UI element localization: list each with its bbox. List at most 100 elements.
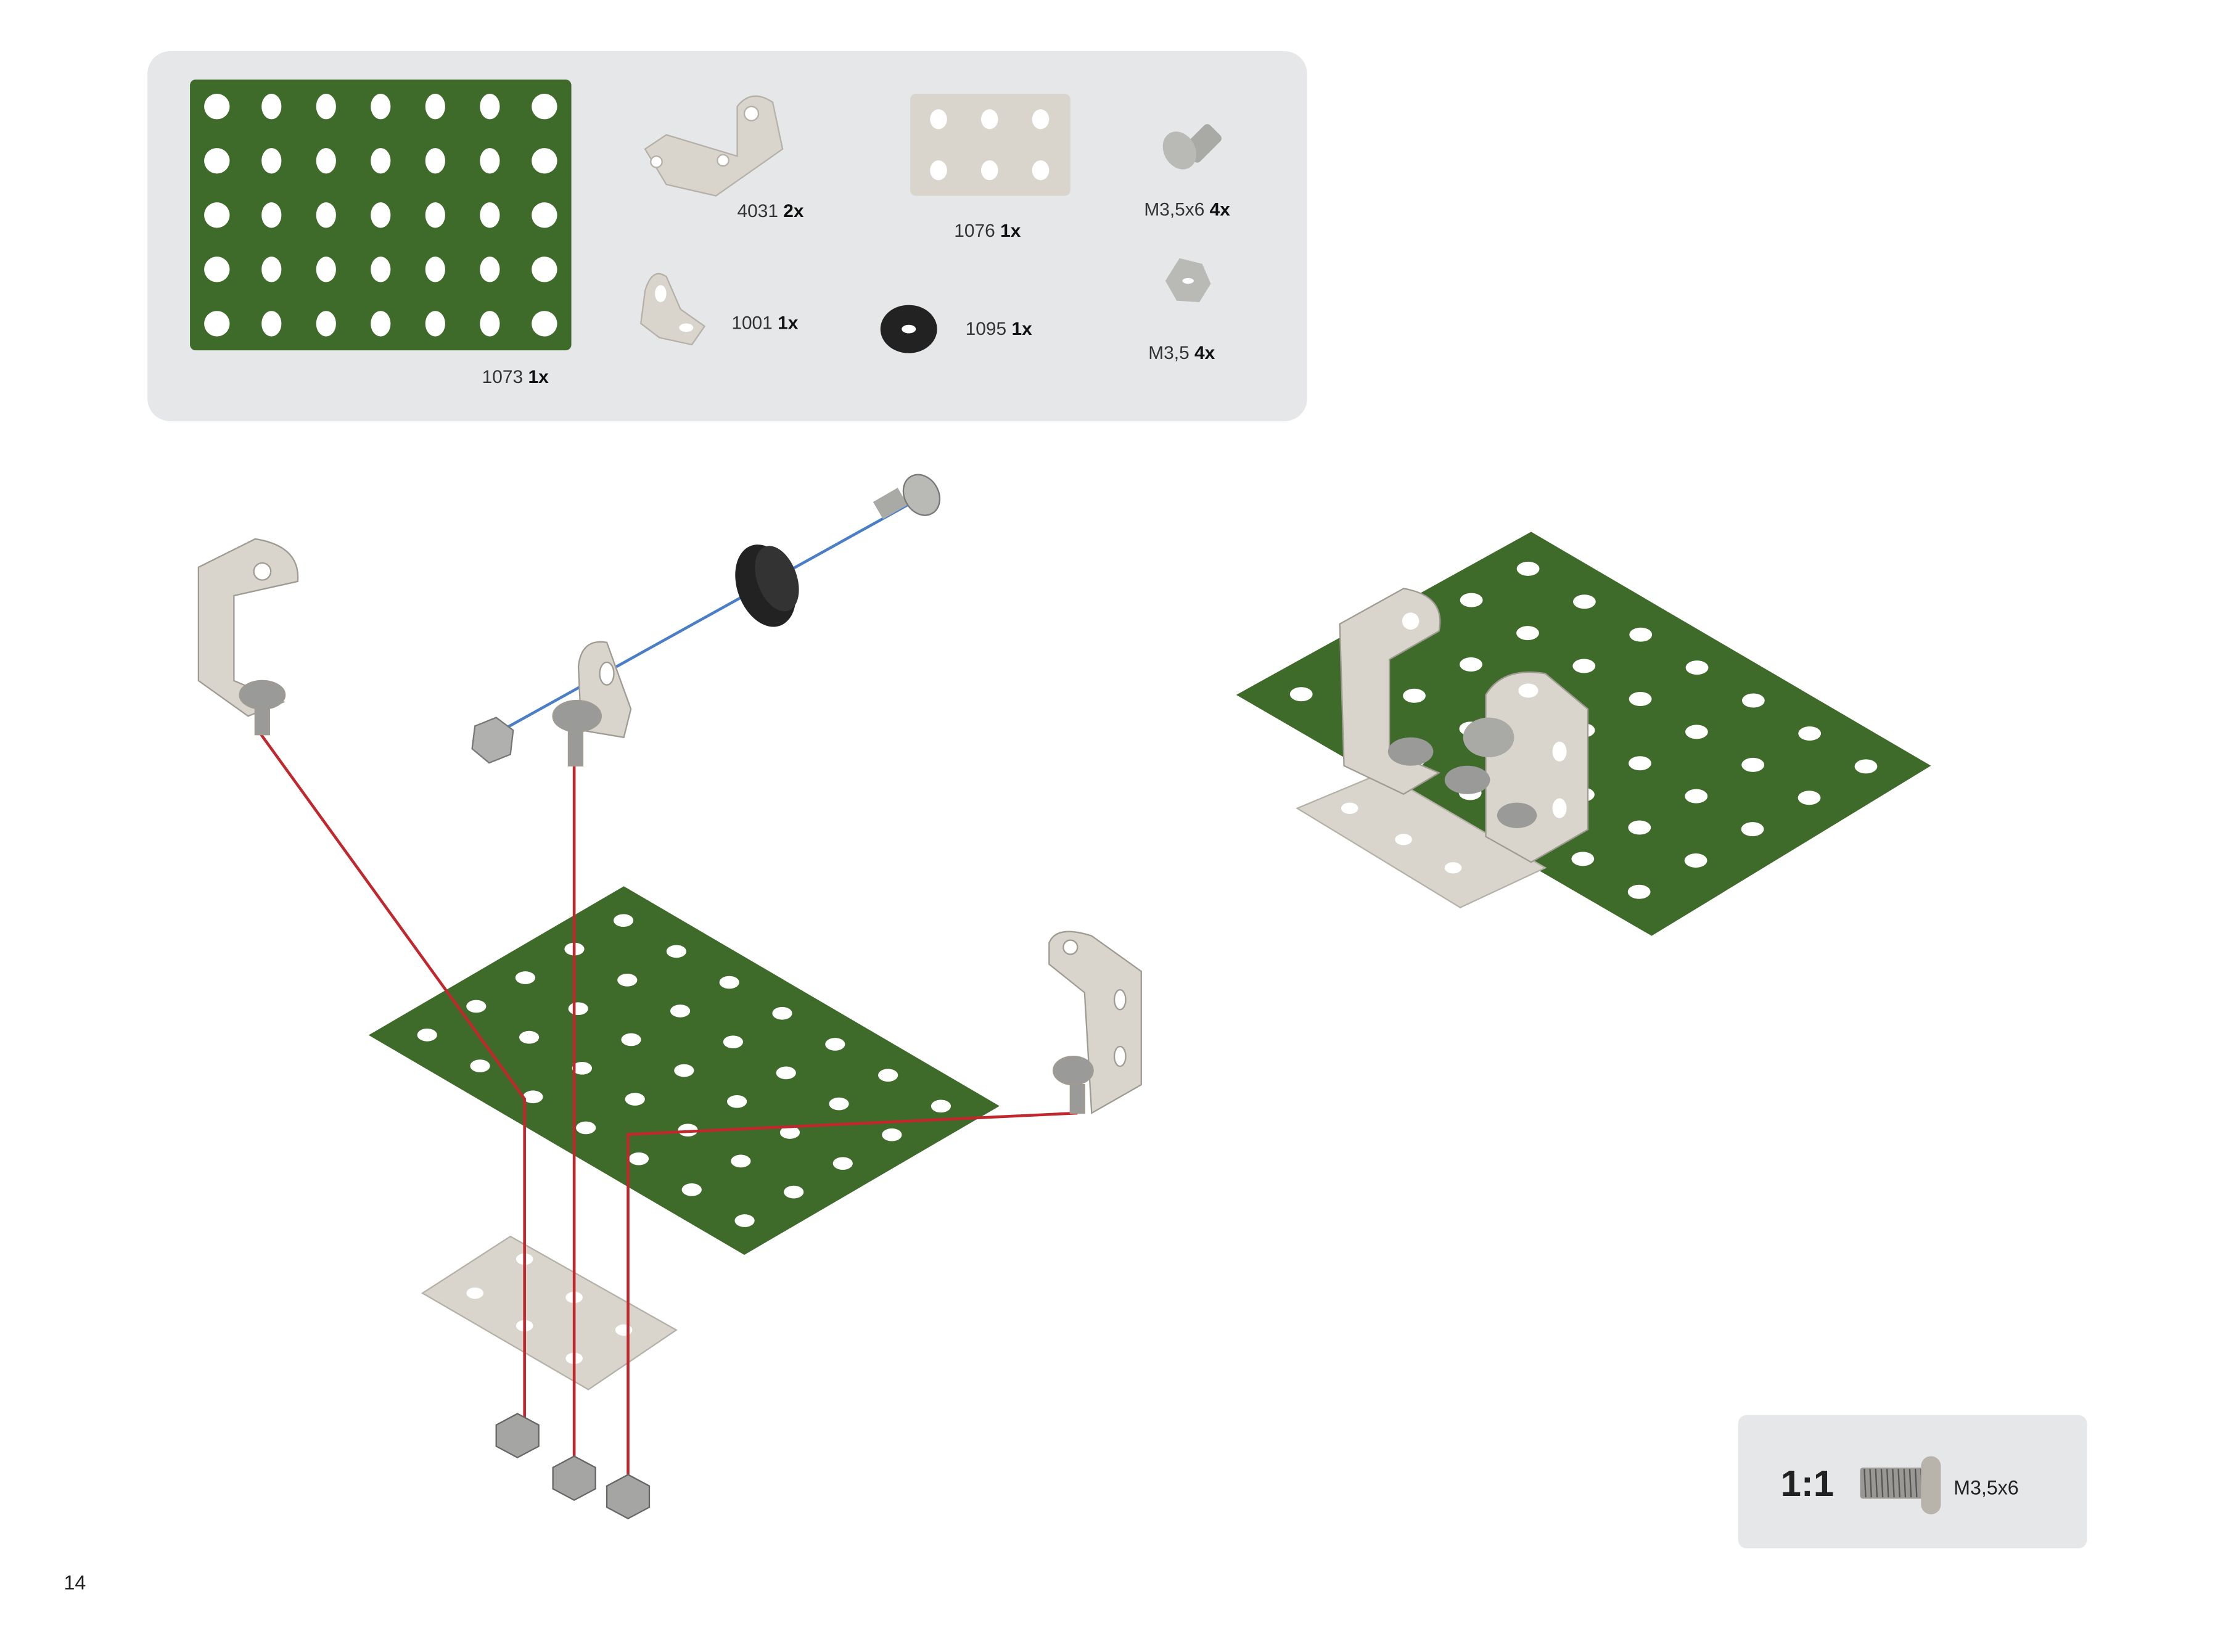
plate-hole	[1685, 789, 1708, 803]
plate-hole	[1798, 726, 1822, 741]
plate-hole	[519, 1030, 540, 1044]
part-label-1076: 1076 1x	[954, 221, 1021, 241]
screw-actual-size-icon	[1860, 1456, 1941, 1514]
plate-hole	[882, 1128, 902, 1141]
plate-hole	[779, 1126, 800, 1139]
scale-ratio: 1:1	[1781, 1463, 1834, 1504]
screw-on-axle	[873, 474, 941, 519]
plate-hole	[829, 1097, 849, 1111]
plate-hole	[878, 1069, 898, 1082]
plate-hole	[681, 1183, 702, 1196]
part-4031-bracket	[644, 95, 784, 197]
plate-hole	[1627, 884, 1651, 899]
plate-hole	[628, 1152, 649, 1165]
plate-hole	[532, 94, 557, 120]
page-number: 14	[64, 1572, 86, 1594]
plate-hole	[371, 257, 391, 282]
plate-hole	[776, 1066, 796, 1080]
plate-hole	[1460, 593, 1483, 607]
plate-hole	[621, 1033, 641, 1046]
completed-assembly	[1236, 532, 1931, 936]
plate-hole	[832, 1157, 853, 1170]
plate-hole	[466, 1000, 487, 1013]
plate-hole	[1572, 659, 1596, 673]
plate-hole	[261, 257, 282, 282]
plate-hole	[1571, 852, 1595, 866]
plate-hole	[480, 311, 500, 337]
part-label-nut: M3,5 4x	[1148, 343, 1215, 363]
plate-hole	[825, 1038, 845, 1051]
plate-hole	[1629, 691, 1652, 706]
bracket-left	[197, 538, 299, 736]
bracket-center-1001	[552, 641, 632, 766]
plate-hole	[772, 1006, 792, 1020]
plate-hole	[1516, 626, 1539, 641]
plate-hole	[784, 1185, 804, 1199]
part-1001-angle-bracket	[639, 273, 706, 346]
plate-hole	[417, 1029, 437, 1042]
plate-hole	[1741, 757, 1765, 772]
nuts-bottom	[495, 1413, 651, 1519]
scale-box: 1:1 M3,5x6	[1738, 1415, 2087, 1548]
plate-hole	[1741, 693, 1765, 708]
plate-hole	[568, 1002, 588, 1016]
plate-hole	[1685, 660, 1709, 675]
plate-hole	[261, 311, 282, 337]
guide-line-blue	[488, 488, 937, 739]
plate-hole	[1403, 688, 1426, 703]
plate-hole	[625, 1093, 645, 1106]
plate-hole	[523, 1090, 543, 1104]
plate-hole	[261, 148, 282, 174]
plate-hole	[931, 1099, 951, 1113]
plate-hole	[719, 976, 739, 989]
plate-hole	[670, 1005, 691, 1017]
plate-hole	[316, 148, 336, 174]
plate-hole	[734, 1214, 755, 1227]
part-label-4031: 4031 2x	[738, 201, 804, 221]
nut-on-axle	[471, 717, 514, 764]
plate-hole	[674, 1064, 694, 1077]
part-label-1073: 1073 1x	[482, 367, 549, 387]
plate-hole	[532, 311, 557, 337]
plate-hole	[316, 311, 336, 337]
parts-panel: 1073 1x 4031 2x 1076 1x M3,5x6 4x 1001	[147, 51, 1307, 422]
plate-hole	[532, 202, 557, 228]
plate-hole	[480, 257, 500, 282]
plate-hole	[316, 257, 336, 282]
plate-hole	[1573, 594, 1596, 609]
plate-hole	[371, 148, 391, 174]
plate-hole	[204, 148, 230, 174]
plate-hole	[1741, 822, 1764, 837]
part-1073-plate	[190, 80, 572, 351]
plate-hole	[532, 257, 557, 282]
plate-hole	[316, 94, 336, 120]
plate-hole	[731, 1154, 751, 1168]
plate-hole	[1685, 725, 1708, 739]
plate-hole	[1629, 627, 1653, 642]
plate-hole	[1516, 561, 1540, 576]
plate-hole	[727, 1095, 747, 1108]
plate-hole	[666, 945, 686, 958]
guide-lines-red	[257, 729, 1078, 1489]
plate-hole	[425, 257, 445, 282]
plate-hole	[480, 148, 500, 174]
plate-hole	[572, 1061, 593, 1075]
plate-hole	[371, 202, 391, 228]
plate-hole	[470, 1059, 490, 1072]
part-1076-plate	[910, 94, 1070, 196]
plate-hole	[1628, 820, 1651, 835]
plate-hole	[1798, 791, 1821, 805]
scale-screw-label: M3,5x6	[1954, 1477, 2019, 1499]
plate-hole	[261, 202, 282, 228]
plate-hole	[425, 94, 445, 120]
part-nut-icon	[1165, 258, 1211, 302]
plate-hole	[204, 257, 230, 282]
plate-hole	[617, 973, 638, 987]
rubber-washer	[735, 545, 799, 627]
bracket-right	[1048, 931, 1142, 1114]
plate-hole	[1854, 759, 1878, 774]
exploded-plate-1076	[421, 1235, 678, 1391]
plate-hole	[515, 971, 535, 984]
plate-hole	[1460, 657, 1482, 672]
